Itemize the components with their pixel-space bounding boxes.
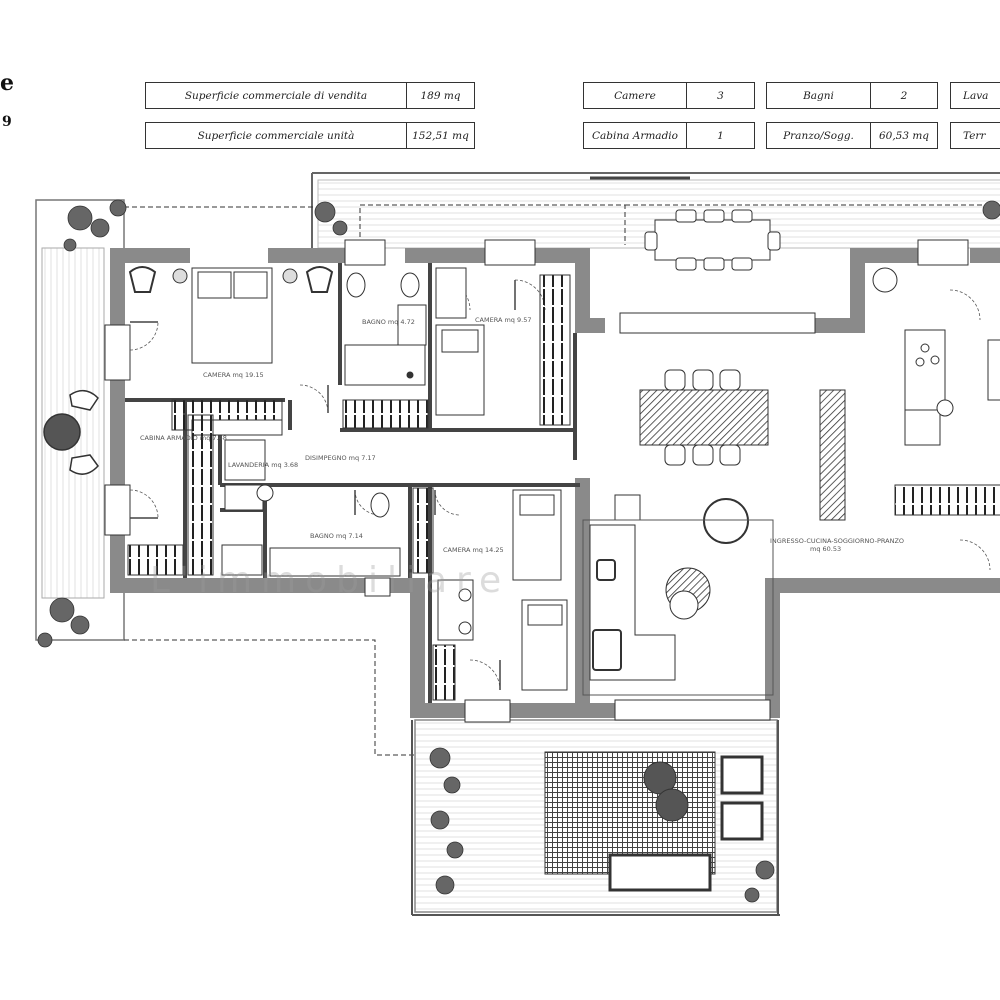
closet-and-laundry: [127, 414, 274, 576]
watermark: L'immobiliare: [150, 560, 510, 601]
heading-fragment: e: [0, 70, 14, 96]
heading-subfragment: 9: [2, 114, 12, 130]
info-label: Pranzo/Sogg.: [767, 123, 871, 148]
info-label: Bagni: [767, 83, 871, 108]
info-value: 152,51 mq: [412, 129, 469, 142]
label-ingresso: INGRESSO-CUCINA-SOGGIORNO-PRANZO: [770, 537, 904, 545]
bedroom-1-furniture: [128, 266, 334, 436]
info-label: Camere: [584, 83, 687, 108]
label-lavanderia: LAVANDERIA mq 3.68: [228, 461, 298, 469]
info-box-lavanderia-partial: Lava: [950, 82, 1000, 109]
info-label: Lava: [963, 89, 989, 102]
info-box-camere: Camere 3: [583, 82, 755, 109]
bedroom-3-furniture: [432, 489, 568, 701]
living-dining-kitchen: [582, 209, 1000, 696]
windows: [104, 239, 969, 723]
info-box-superficie-vendita: Superficie commerciale di vendita 189 mq: [145, 82, 475, 109]
info-box-pranzo-soggiorno: Pranzo/Sogg. 60,53 mq: [766, 122, 938, 149]
label-camera-1: CAMERA mq 19.15: [203, 371, 264, 379]
balcony-furniture: [43, 389, 99, 475]
info-label: Cabina Armadio: [584, 123, 687, 148]
info-value: 1: [717, 129, 724, 142]
label-bagno-2: BAGNO mq 7.14: [310, 532, 363, 540]
label-disimpegno: DISIMPEGNO mq 7.17: [305, 454, 376, 462]
info-box-terrazzo-partial: Terr: [950, 122, 1000, 149]
label-ingresso-area: mq 60.53: [810, 545, 841, 553]
info-value: 2: [900, 89, 908, 102]
terrace-furniture: [544, 751, 764, 892]
bathroom-2-fixtures: [269, 487, 434, 577]
bathroom-1-fixtures: [342, 272, 429, 429]
info-value: 3: [717, 89, 724, 102]
info-label: Superficie commerciale unità: [146, 123, 407, 148]
info-box-superficie-unita: Superficie commerciale unità 152,51 mq: [145, 122, 475, 149]
info-box-cabina-armadio: Cabina Armadio 1: [583, 122, 755, 149]
bedroom-2-furniture: [435, 267, 571, 426]
plants: [37, 199, 1000, 903]
room-labels: CAMERA mq 19.15 BAGNO mq 4.72 CAMERA mq …: [140, 316, 904, 554]
info-value: 189 mq: [420, 89, 461, 102]
info-label: Superficie commerciale di vendita: [146, 83, 407, 108]
info-value: 60,53 mq: [878, 129, 930, 142]
label-bagno-1: BAGNO mq 4.72: [362, 318, 415, 326]
left-balcony: [35, 199, 415, 756]
label-cabina: CABINA ARMADIO mq 7.48: [140, 434, 227, 442]
info-label: Terr: [963, 129, 986, 142]
label-camera-3: CAMERA mq 14.25: [443, 546, 504, 554]
label-camera-2: CAMERA mq 9.57: [475, 316, 531, 324]
info-box-bagni: Bagni 2: [766, 82, 938, 109]
